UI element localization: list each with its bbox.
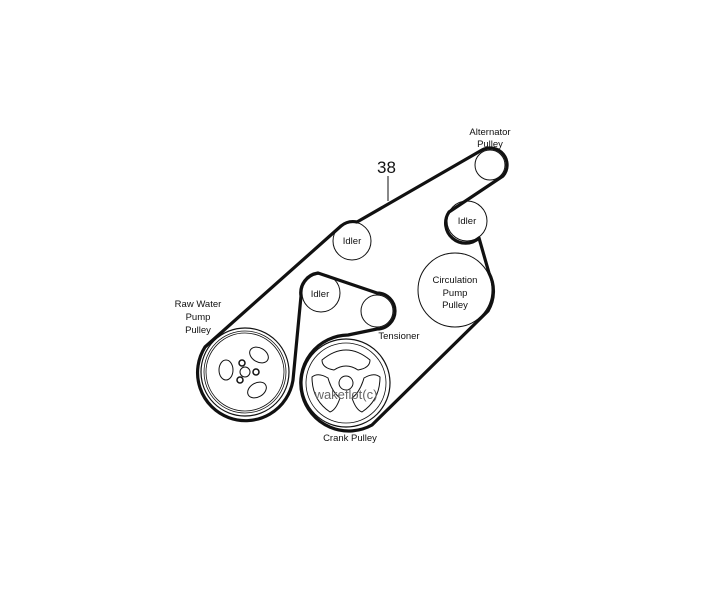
idler-right: Idler	[446, 200, 488, 242]
svg-text:Tensioner: Tensioner	[378, 331, 419, 342]
tensioner-pulley: Tensioner	[360, 294, 420, 342]
svg-text:Alternator: Alternator	[469, 127, 510, 138]
svg-text:Idler: Idler	[343, 236, 361, 247]
crank-pulley: wakeflot(c) Crank Pulley	[301, 338, 391, 444]
svg-text:Pump: Pump	[443, 288, 468, 299]
part-number: 38	[377, 158, 396, 177]
circulation-pump-pulley: Circulation Pump Pulley	[417, 252, 493, 328]
svg-text:Idler: Idler	[311, 289, 329, 300]
svg-text:Pulley: Pulley	[185, 325, 211, 336]
svg-text:Crank Pulley: Crank Pulley	[323, 433, 377, 444]
watermark: wakeflot(c)	[314, 387, 378, 402]
serpentine-belt	[195, 146, 509, 433]
svg-text:Circulation: Circulation	[433, 275, 478, 286]
svg-text:Pump: Pump	[186, 312, 211, 323]
svg-text:Raw Water: Raw Water	[175, 299, 222, 310]
svg-text:Idler: Idler	[458, 216, 476, 227]
svg-text:Pulley: Pulley	[477, 139, 503, 150]
idler-lower: Idler	[301, 273, 341, 313]
alternator-pulley: Alternator Pulley	[469, 127, 511, 181]
idler-top-left: Idler	[332, 221, 372, 261]
svg-text:Pulley: Pulley	[442, 300, 468, 311]
raw-water-pump-pulley: Raw Water Pump Pulley	[175, 299, 290, 417]
